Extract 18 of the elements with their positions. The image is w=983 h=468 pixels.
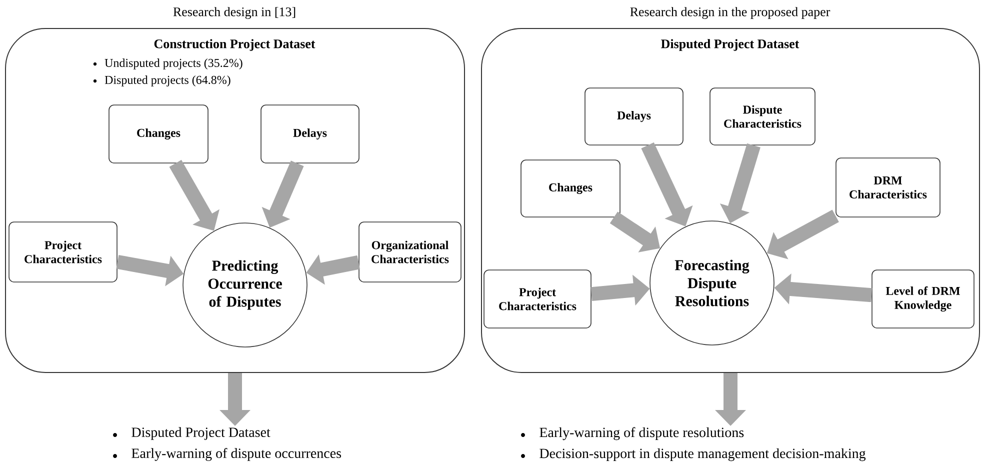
factor-box: Project Characteristics: [484, 270, 592, 328]
dataset-heading: Disputed Project Dataset: [661, 39, 800, 51]
factor-box: Changes: [520, 160, 620, 218]
bullet-text: Disputed projects (64.8%): [104, 76, 230, 86]
bullet-list: Disputed Project Dataset Early-warning of dispute occurrences: [132, 427, 342, 461]
dataset-heading: Construction Project Dataset: [154, 39, 316, 51]
factor-box: Dispute Characteristics: [710, 88, 816, 146]
factor-box: Delays: [260, 104, 360, 164]
factor-box: Changes: [108, 104, 208, 164]
panel-title: Research design in the proposed paper: [630, 7, 830, 19]
panel-title: Research design in [13]: [173, 7, 296, 19]
bullet-list: Early-warning of dispute resolutions Decision-support in dispute management decision-making: [540, 427, 866, 462]
factor-box: Project Characteristics: [8, 222, 118, 282]
factor-box: DRM Characteristics: [836, 158, 940, 218]
factor-box: Delays: [584, 88, 684, 146]
bullet-text: Undisputed projects (35.2%): [104, 58, 242, 70]
factor-box: Level of DRM Knowledge: [872, 270, 974, 328]
factor-box: Organizational Characteristics: [358, 222, 462, 282]
